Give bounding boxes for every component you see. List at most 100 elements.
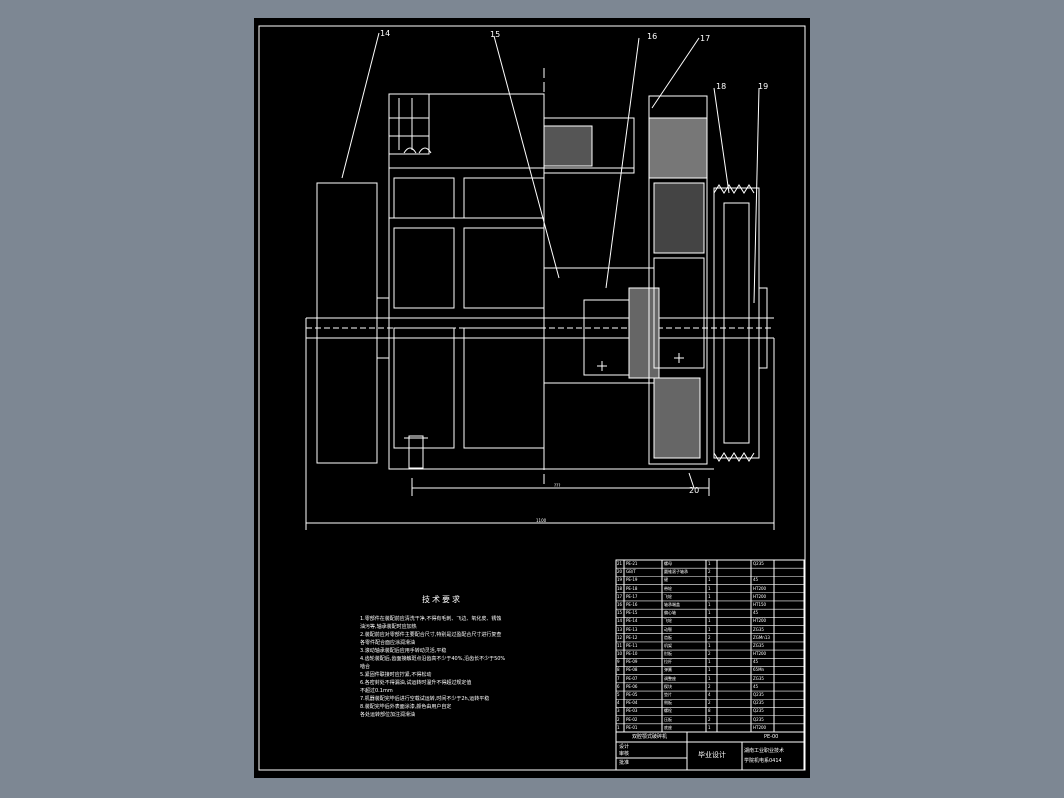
parts-cell: 拉杆 <box>664 659 672 665</box>
parts-cell: PE-12 <box>626 634 638 640</box>
parts-cell: HT200 <box>753 724 767 730</box>
parts-cell: PE-15 <box>626 610 638 616</box>
parts-cell: ZG35 <box>753 642 764 648</box>
parts-cell: 10 <box>617 651 623 657</box>
parts-cell: 动颚 <box>664 626 672 632</box>
note-line: 8.装配完毕后外表面涂漆,颜色由用户自定 <box>360 704 452 710</box>
note-line: 1.零部件在装配前应清洗干净,不得有毛刺、飞边、氧化皮、锈蚀 <box>360 616 502 622</box>
school-name: 湖南工业职业技术 <box>744 748 785 754</box>
parts-cell: HT200 <box>753 618 767 624</box>
parts-cell: HT200 <box>753 651 767 657</box>
parts-cell: 1 <box>708 667 711 673</box>
callout-15: 15 <box>490 30 501 39</box>
callout-19: 19 <box>758 82 769 91</box>
parts-cell: 5 <box>617 692 620 698</box>
parts-cell: Q235 <box>753 561 764 566</box>
role-design: 设计 <box>619 744 630 750</box>
design-label: 毕业设计 <box>698 751 726 759</box>
parts-cell: 2 <box>708 700 711 706</box>
parts-cell: 9 <box>617 659 620 665</box>
flywheel-left <box>316 182 378 464</box>
parts-cell: PE-02 <box>626 716 638 722</box>
parts-cell: 楔块 <box>664 683 672 689</box>
parts-cell: 2 <box>617 716 620 722</box>
parts-cell: PE-07 <box>626 675 638 681</box>
callout-14: 14 <box>380 29 391 38</box>
note-line: 2.装配前应对零部件主要配合尺寸,特别是过盈配合尺寸进行复查 <box>360 632 502 638</box>
parts-cell: 2 <box>708 634 711 640</box>
note-line: 不超过0.1mm <box>360 688 393 694</box>
parts-cell: 螺栓 <box>664 708 672 714</box>
parts-cell: 18 <box>617 585 623 591</box>
parts-cell: ZG35 <box>753 626 764 632</box>
parts-cell: 13 <box>617 626 623 632</box>
parts-cell: ZGMn13 <box>753 634 770 640</box>
parts-cell: 1 <box>708 577 711 583</box>
parts-cell: 45 <box>753 659 759 665</box>
parts-cell: 1 <box>708 724 711 730</box>
note-line: 3.滚动轴承装配后应用手转动灵活,平稳 <box>360 648 447 654</box>
parts-cell: 2 <box>708 651 711 657</box>
parts-cell: PE-16 <box>626 601 638 607</box>
dimension-overall: 1100 <box>536 518 547 523</box>
class-info: 学院机电系0414 <box>744 758 782 764</box>
note-line: 各处运转部位加注润滑油 <box>360 712 416 718</box>
parts-cell: Q235 <box>753 692 764 698</box>
parts-cell: 偏心轴 <box>664 610 676 616</box>
assembly-drawing <box>258 25 806 771</box>
parts-cell: 侧板 <box>664 700 672 706</box>
parts-cell: 6 <box>617 683 620 689</box>
parts-cell: 1 <box>708 593 711 599</box>
parts-cell: 16 <box>617 601 623 607</box>
callout-17: 17 <box>700 34 711 43</box>
parts-cell: PE-03 <box>626 708 638 714</box>
bearing-block <box>648 95 708 465</box>
parts-cell: 2 <box>708 716 711 722</box>
role-approve: 批准 <box>619 760 630 766</box>
parts-cell: HT200 <box>753 593 767 599</box>
note-line: 5.紧固件联接时应拧紧,不得松动 <box>360 672 432 678</box>
parts-cell: PE-21 <box>626 561 638 566</box>
parts-cell: 肘板 <box>664 651 672 657</box>
parts-cell: Q235 <box>753 700 764 706</box>
parts-cell: 1 <box>708 618 711 624</box>
parts-cell: PE-11 <box>626 642 638 648</box>
drawing-number: PE-00 <box>764 734 779 740</box>
parts-cell: 2 <box>708 569 711 575</box>
parts-cell: Q235 <box>753 708 764 714</box>
parts-cell: PE-06 <box>626 683 638 689</box>
parts-cell: 65Mn <box>753 667 765 673</box>
parts-cell: 底座 <box>664 724 672 730</box>
parts-cell: 8 <box>617 667 620 673</box>
parts-cell: 1 <box>708 675 711 681</box>
parts-cell: PE-04 <box>626 700 638 706</box>
title-block <box>615 731 805 771</box>
parts-cell: 弹簧 <box>664 667 672 673</box>
parts-cell: HT150 <box>753 601 767 607</box>
parts-cell: 15 <box>617 610 623 616</box>
parts-cell: GB/T <box>626 569 636 575</box>
parts-cell: 14 <box>617 618 623 624</box>
note-line: 油污等,轴承装配时应加热 <box>360 624 417 630</box>
parts-cell: PE-09 <box>626 659 638 665</box>
frame-body <box>388 93 545 470</box>
parts-cell: 19 <box>617 577 623 583</box>
parts-cell: PE-10 <box>626 651 638 657</box>
parts-cell: Q235 <box>753 716 764 722</box>
parts-cell: PE-14 <box>626 618 638 624</box>
role-review: 审核 <box>619 751 630 757</box>
parts-cell: PE-18 <box>626 585 638 591</box>
parts-cell: 20 <box>617 569 623 575</box>
parts-cell: 1 <box>708 642 711 648</box>
parts-cell: 3 <box>617 708 620 714</box>
parts-cell: 1 <box>708 659 711 665</box>
parts-cell: 45 <box>753 683 759 689</box>
note-line: 啮合 <box>360 664 371 670</box>
parts-cell: 11 <box>617 642 623 648</box>
drawing-sheet: 14 15 16 17 18 19 20 ??? 1100 技术要求 1.零部件… <box>254 18 810 778</box>
parts-cell: HT200 <box>753 585 767 591</box>
parts-cell: 齿板 <box>664 634 672 640</box>
parts-cell: PE-05 <box>626 692 638 698</box>
parts-cell: 12 <box>617 634 623 640</box>
parts-cell: 飞轮 <box>664 618 672 624</box>
